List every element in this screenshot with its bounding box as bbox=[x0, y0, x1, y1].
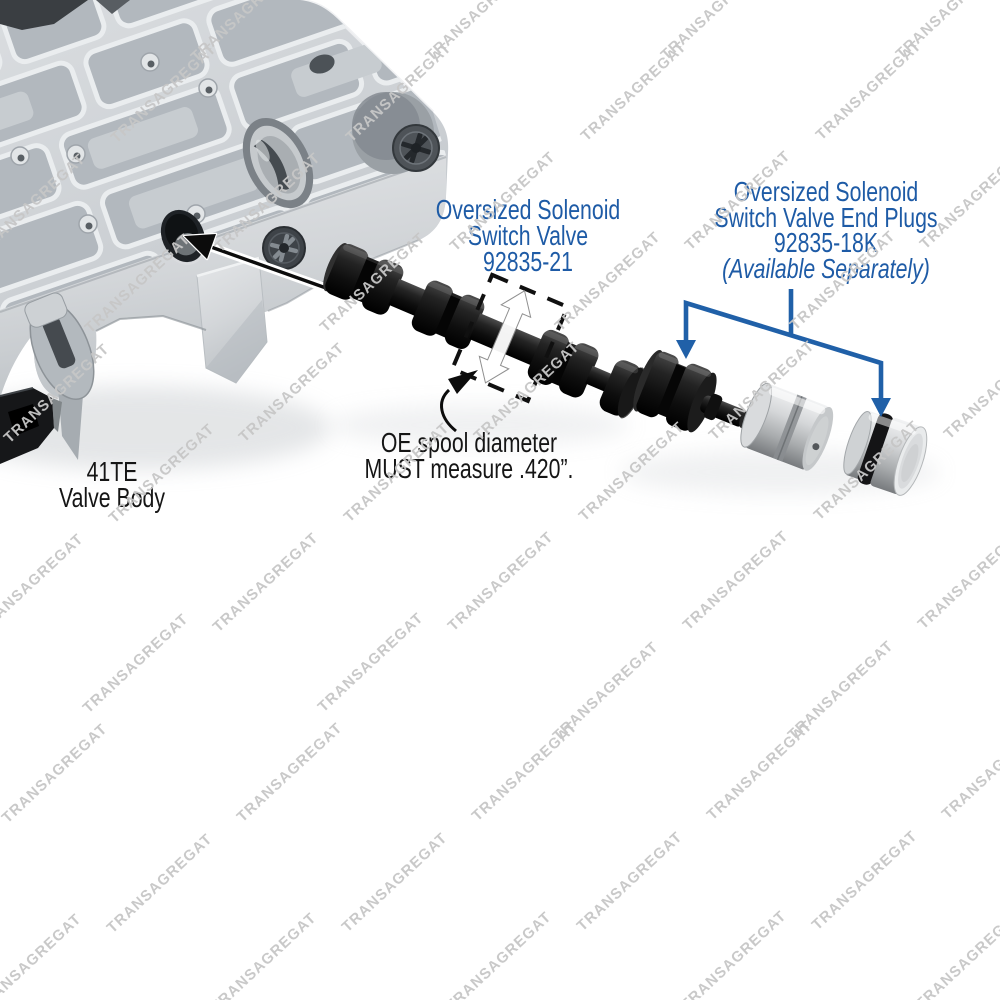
measurement-callout-arrow bbox=[440, 370, 478, 433]
switch-valve-part-number: 92835-21 bbox=[483, 246, 573, 277]
rubber-grommet bbox=[0, 387, 62, 464]
end-plug-sleeve bbox=[740, 382, 834, 471]
end-plug-oring bbox=[843, 410, 928, 496]
valve-body-label: 41TE Valve Body bbox=[21, 456, 203, 513]
separator-plate-tab bbox=[196, 256, 268, 384]
end-plugs-part-number: 92835-18K bbox=[773, 227, 879, 258]
lug-with-clip bbox=[24, 292, 95, 460]
slotted-screw-recess bbox=[242, 117, 314, 209]
end-plugs-label-line2: Switch Valve End Plugs bbox=[714, 201, 938, 233]
switch-valve-label: Oversized Solenoid Switch Valve 92835-21 bbox=[414, 194, 642, 277]
end-plugs-label: Oversized Solenoid Switch Valve End Plug… bbox=[704, 176, 947, 284]
measurement-note: OE spool diameter MUST measure .420”. bbox=[355, 427, 583, 484]
valve-body-photo bbox=[0, 0, 449, 464]
measurement-note-line2: MUST measure .420”. bbox=[364, 452, 574, 484]
end-plugs-label-line1: Oversized Solenoid bbox=[733, 176, 919, 207]
end-plugs-callout-bracket bbox=[676, 289, 891, 417]
front-torx-screw bbox=[262, 226, 306, 270]
end-plugs-availability-note: (Available Separately) bbox=[722, 252, 930, 284]
diameter-arrow bbox=[478, 290, 532, 384]
measurement-note-line1: OE spool diameter bbox=[380, 427, 558, 458]
valve-body-label-line1: 41TE bbox=[86, 456, 138, 487]
corner-bore-and-bolt bbox=[352, 92, 440, 174]
bore-pointer-arrow bbox=[182, 232, 328, 293]
solenoid-switch-valve-spool bbox=[323, 243, 646, 419]
switch-valve-label-line1: Oversized Solenoid bbox=[435, 194, 621, 225]
switch-valve-label-line2: Switch Valve bbox=[467, 220, 589, 251]
valve-body-label-line2: Valve Body bbox=[58, 482, 166, 513]
top-left-dark-part bbox=[0, 0, 88, 30]
